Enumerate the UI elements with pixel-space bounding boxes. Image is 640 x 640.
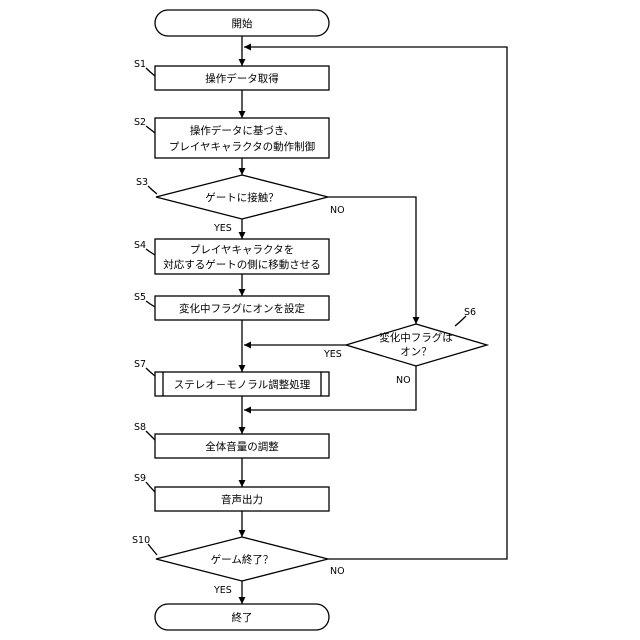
- leader-s1: [146, 68, 155, 76]
- leader-s4: [146, 249, 155, 255]
- s3-text: ゲートに接触？: [205, 191, 279, 204]
- s2-text-line1: 操作データに基づき、: [190, 124, 294, 137]
- leader-s2: [146, 126, 155, 133]
- s1-text: 操作データ取得: [205, 72, 279, 85]
- s3-yes-label: YES: [213, 223, 232, 234]
- s2-text-line2: プレイヤキャラクタの動作制御: [169, 140, 315, 153]
- s7-step-label: S7: [134, 359, 146, 370]
- s9-text: 音声出力: [221, 493, 263, 506]
- s4-text-line1: プレイヤキャラクタを: [190, 244, 294, 256]
- s5-text: 変化中フラグにオンを設定: [179, 302, 305, 315]
- s8-text: 全体音量の調整: [205, 440, 279, 453]
- s6-text-line1: 変化中フラグは: [379, 331, 453, 344]
- node-start: 開始: [155, 10, 329, 36]
- leader-s7: [146, 368, 155, 376]
- s1-step-label: S1: [134, 59, 146, 70]
- leader-s3: [148, 186, 157, 194]
- s7-text: ステレオ－モノラル調整処理: [174, 378, 311, 391]
- s2-step-label: S2: [134, 117, 146, 128]
- leader-s9: [146, 482, 155, 492]
- start-text: 開始: [232, 17, 253, 30]
- s10-step-label: S10: [132, 535, 150, 546]
- s6-yes-label: YES: [323, 349, 342, 360]
- node-s2: 操作データに基づき、 プレイヤキャラクタの動作制御 S2: [134, 117, 329, 158]
- s4-step-label: S4: [134, 240, 146, 251]
- node-s4: プレイヤキャラクタを 対応するゲートの側に移動させる S4: [134, 239, 329, 274]
- node-s7: ステレオ－モノラル調整処理 S7: [134, 359, 329, 396]
- s6-no-label: NO: [396, 375, 411, 386]
- node-s8: 全体音量の調整 S8: [134, 422, 329, 458]
- leader-s5: [146, 301, 155, 307]
- s10-no-label: NO: [330, 566, 345, 577]
- node-end: 終了: [155, 604, 329, 630]
- node-s10: ゲーム終了？ S10 YES NO: [132, 535, 345, 596]
- edge-s3-no-s6: [328, 197, 416, 324]
- s10-text: ゲーム終了？: [211, 553, 274, 566]
- node-s9: 音声出力 S9: [134, 473, 329, 511]
- node-s1: 操作データ取得 S1: [134, 59, 329, 90]
- s3-step-label: S3: [136, 177, 148, 188]
- leader-s8: [146, 431, 155, 440]
- node-s3: ゲートに接触？ S3 YES NO: [136, 175, 345, 234]
- s10-yes-label: YES: [213, 585, 232, 596]
- end-text: 終了: [232, 611, 253, 624]
- s4-text-line2: 対応するゲートの側に移動させる: [163, 258, 321, 271]
- s9-step-label: S9: [134, 473, 146, 484]
- s5-step-label: S5: [134, 292, 146, 303]
- s6-text-line2: オン？: [400, 346, 432, 358]
- decision-s6: [346, 324, 487, 366]
- s6-step-label: S6: [464, 307, 476, 318]
- node-s5: 変化中フラグにオンを設定 S5: [134, 292, 329, 320]
- s3-no-label: NO: [330, 205, 345, 216]
- s8-step-label: S8: [134, 422, 146, 433]
